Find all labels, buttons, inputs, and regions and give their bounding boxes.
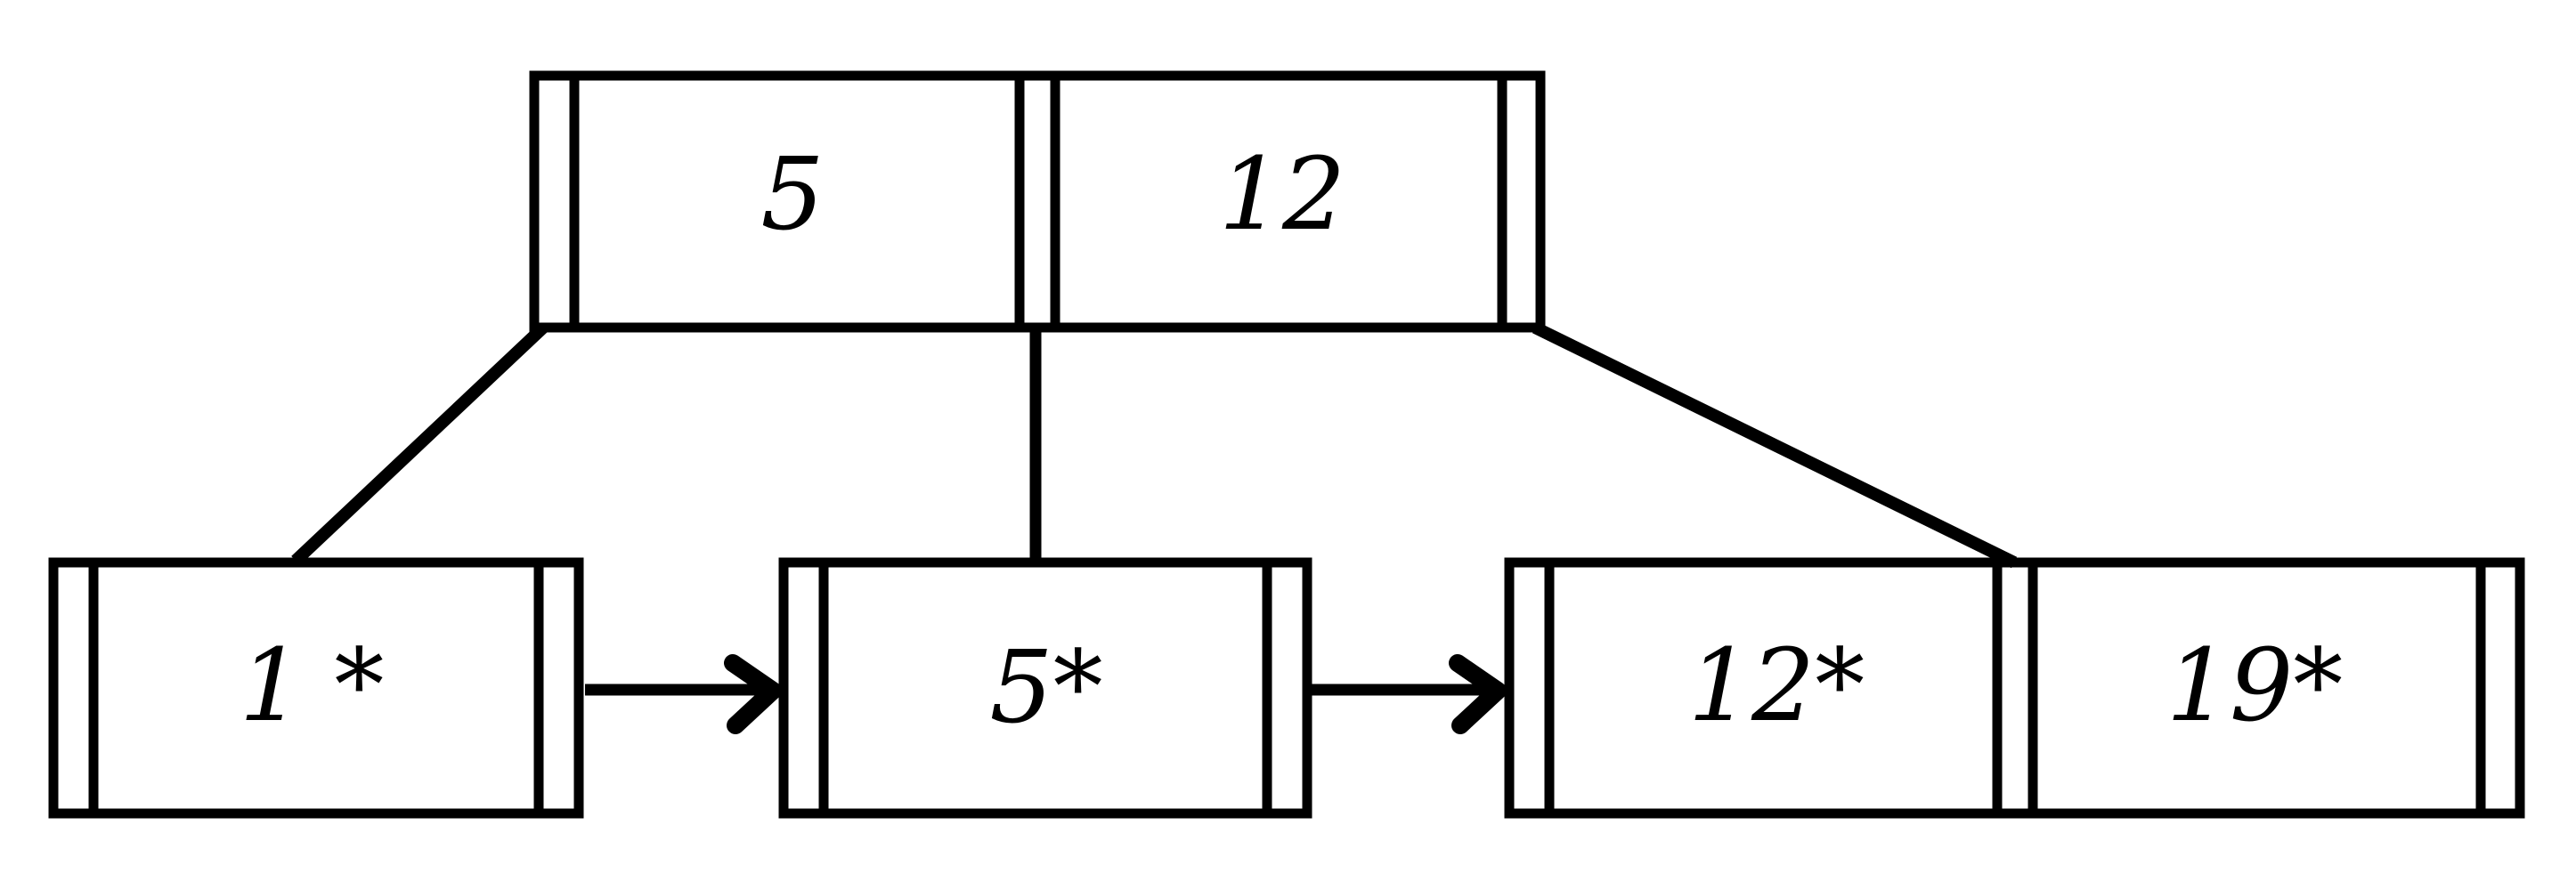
leaf-node-3-entry-0-label: 12* [1688, 628, 1865, 744]
edge-root-to-leaf-1 [291, 322, 548, 566]
leaf-link-2-to-3[interactable] [1312, 654, 1507, 734]
leaf-link-1-to-2[interactable] [585, 654, 782, 734]
leaf-node-3[interactable]: 12* 19* [1504, 557, 2525, 819]
leaf-node-1-frame [48, 557, 584, 819]
leaf-node-2-frame [778, 557, 1312, 819]
leaf-link-1-to-2-arrowhead [724, 654, 782, 734]
root-key-0-label: 5 [760, 137, 824, 253]
leaf-link-2-to-3-arrowhead [1449, 654, 1507, 734]
root-node-frame [529, 70, 1546, 333]
root-key-1-label: 12 [1219, 137, 1346, 253]
leaf-node-2-entry-0-label: 5* [989, 630, 1102, 746]
edge-group [291, 321, 2018, 569]
leaf-node-1[interactable]: 1 * [48, 557, 584, 819]
edge-root-to-leaf-3 [1532, 321, 2018, 569]
leaf-node-3-entry-1-label: 19* [2166, 628, 2344, 744]
root-node[interactable]: 5 12 [529, 70, 1546, 333]
leaf-node-3-frame [1504, 557, 2525, 819]
sibling-link-group [585, 654, 1507, 734]
leaf-node-2[interactable]: 5* [778, 557, 1312, 819]
leaf-node-1-entry-0-label: 1 * [240, 628, 385, 744]
